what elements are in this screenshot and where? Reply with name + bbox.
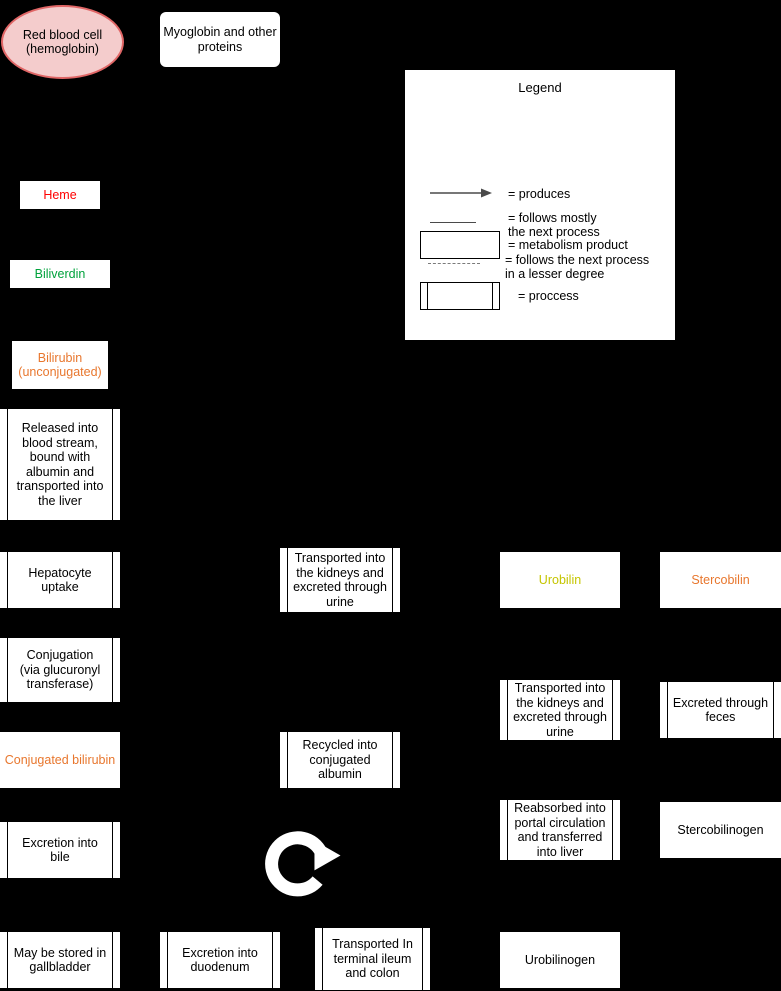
legend-produces-label: = produces <box>508 187 571 201</box>
node-stercobilin: Stercobilin <box>660 552 781 608</box>
node-label: Stercobilin <box>691 572 750 587</box>
node-label: Biliverdin <box>34 266 86 281</box>
node-label: Conjugated bilirubin <box>4 752 116 767</box>
node-label: Urobilinogen <box>524 952 596 967</box>
node-label: Myoglobin and other proteins <box>163 25 277 54</box>
node-released-into-bloodstream: Released into blood stream, bound with a… <box>0 409 120 520</box>
node-kidneys-urine-left: Transported into the kidneys and excrete… <box>280 548 400 612</box>
node-label: Red blood cell (hemoglobin) <box>22 27 103 57</box>
node-red-blood-cell: Red blood cell (hemoglobin) <box>1 5 124 79</box>
legend-follows-lesser-label: = follows the next process in a lesser d… <box>505 253 650 282</box>
node-bilirubin-unconjugated: Bilirubin (unconjugated) <box>12 341 108 389</box>
node-urobilin: Urobilin <box>500 552 620 608</box>
node-label: May be stored in gallbladder <box>13 945 107 975</box>
node-urobilinogen: Urobilinogen <box>500 932 620 988</box>
node-conjugation: Conjugation (via glucuronyl transferase) <box>0 638 120 702</box>
node-label: Urobilin <box>538 572 582 587</box>
metabolism-product-sample-box <box>420 231 500 259</box>
node-label: Bilirubin (unconjugated) <box>18 350 102 380</box>
node-label: Released into blood stream, bound with a… <box>16 421 104 508</box>
legend-title: Legend <box>518 80 562 95</box>
node-label: Transported into the kidneys and excrete… <box>293 551 387 609</box>
node-excreted-through-feces: Excreted through feces <box>660 682 781 738</box>
node-label: Excretion into bile <box>22 835 98 865</box>
process-sample-box <box>420 282 500 310</box>
node-label: Excreted through feces <box>672 695 769 725</box>
node-label: Reabsorbed into portal circulation and t… <box>514 801 606 859</box>
node-stored-in-gallbladder: May be stored in gallbladder <box>0 932 120 988</box>
node-label: Recycled into conjugated albumin <box>302 738 378 782</box>
node-kidneys-urine-right: Transported into the kidneys and excrete… <box>500 680 620 740</box>
recycle-icon <box>258 822 343 902</box>
node-label: Transported into the kidneys and excrete… <box>513 681 607 739</box>
node-label: Stercobilinogen <box>677 822 764 837</box>
node-conjugated-bilirubin: Conjugated bilirubin <box>0 732 120 788</box>
node-reabsorbed-portal-circulation: Reabsorbed into portal circulation and t… <box>500 800 620 860</box>
follows-lesser-dashed-line-icon <box>428 263 480 264</box>
produces-arrow-icon <box>430 188 492 198</box>
node-excretion-into-duodenum: Excretion into duodenum <box>160 932 280 988</box>
node-label: Hepatocyte uptake <box>28 565 92 595</box>
node-stercobilinogen: Stercobilinogen <box>660 802 781 858</box>
legend-metabolism-product-label: = metabolism product <box>508 238 628 252</box>
node-biliverdin: Biliverdin <box>10 260 110 288</box>
node-excretion-into-bile: Excretion into bile <box>0 822 120 878</box>
node-hepatocyte-uptake: Hepatocyte uptake <box>0 552 120 608</box>
node-transported-terminal-ileum: Transported In terminal ileum and colon <box>315 928 430 990</box>
node-label: Transported In terminal ileum and colon <box>332 937 413 981</box>
node-heme: Heme <box>20 181 100 209</box>
follows-line-icon <box>430 222 476 223</box>
legend-follows-label: = follows mostly the next process <box>508 211 600 240</box>
node-label: Conjugation (via glucuronyl transferase) <box>19 648 101 692</box>
node-recycled-conjugated-albumin: Recycled into conjugated albumin <box>280 732 400 788</box>
node-label: Heme <box>43 187 77 202</box>
legend-process-label: = proccess <box>518 289 579 303</box>
node-myoglobin: Myoglobin and other proteins <box>160 12 280 67</box>
node-label: Excretion into duodenum <box>182 945 258 975</box>
legend: Legend = produces = follows mostly the n… <box>405 70 675 340</box>
